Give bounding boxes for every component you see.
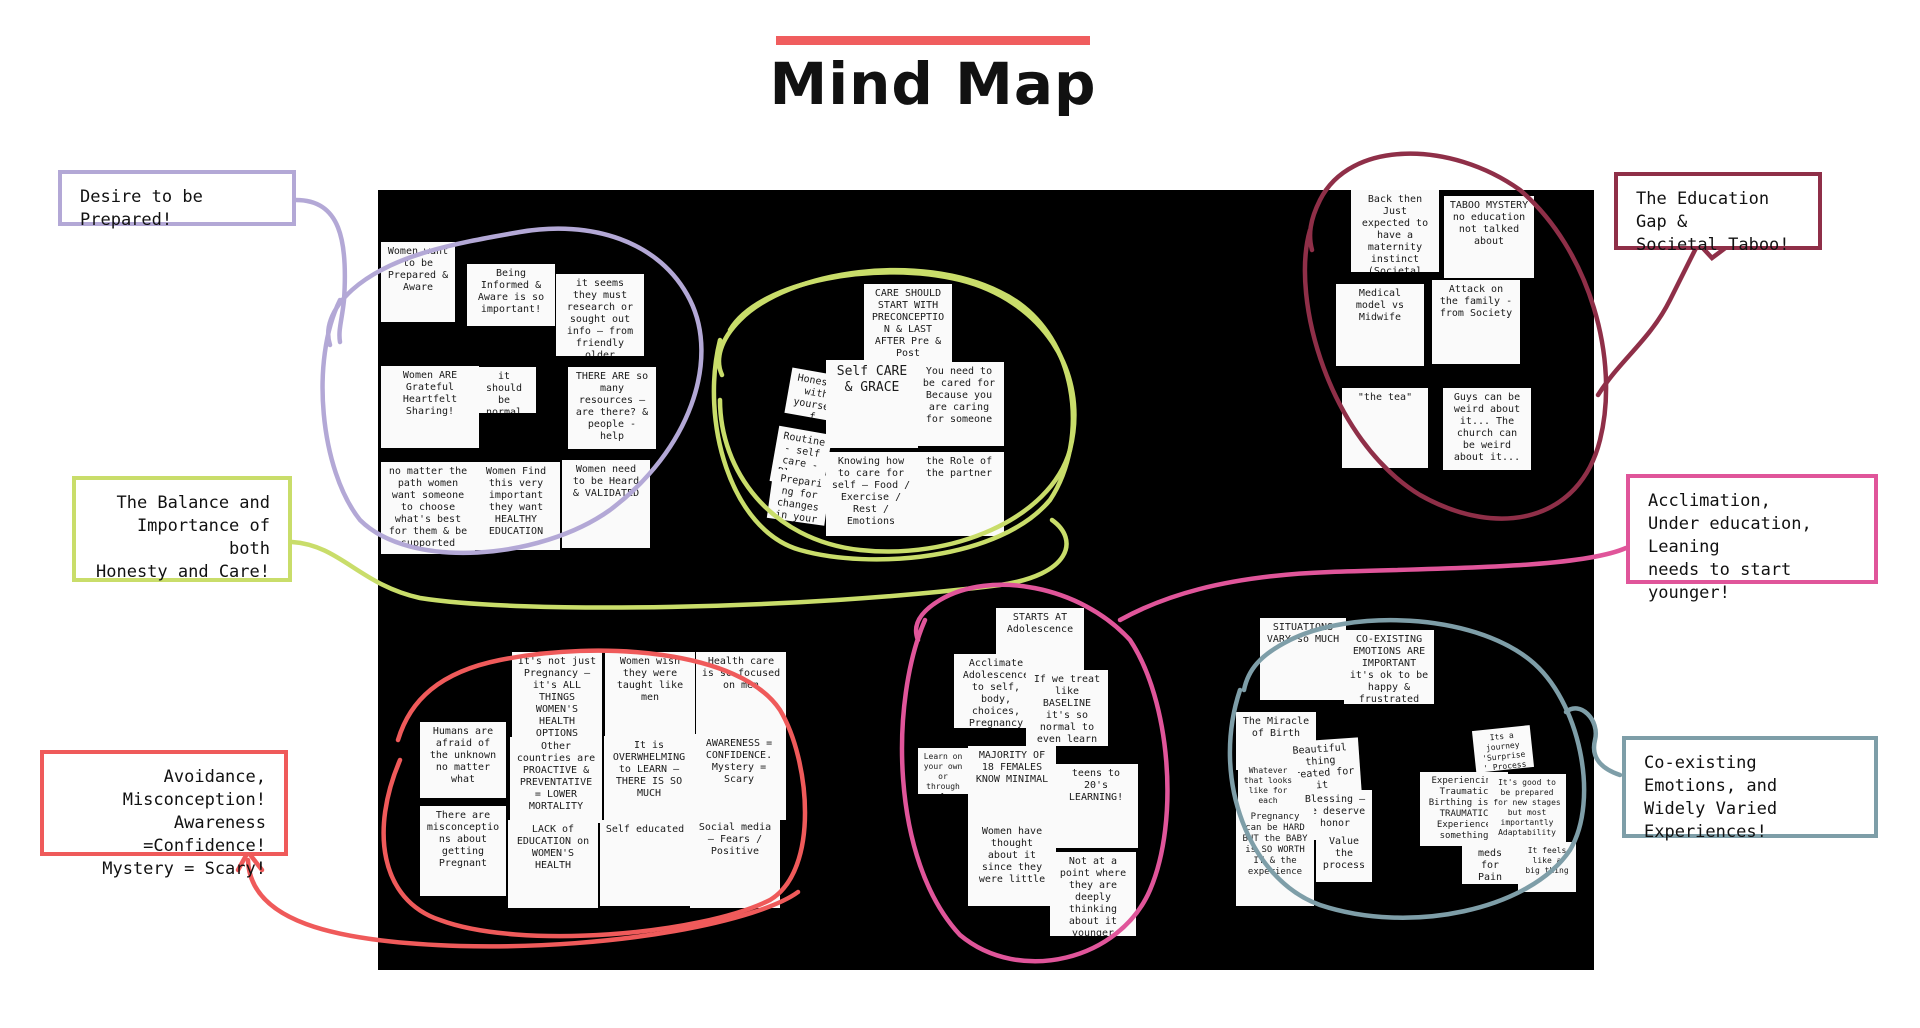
sticky-note: AWARENESS = CONFIDENCE. Mystery = Scary [692, 734, 786, 820]
sticky-note: Being Informed & Aware is so important! [467, 264, 555, 326]
connector-line [1563, 706, 1623, 778]
sticky-note: Value the process [1316, 832, 1372, 882]
sticky-note: Humans are afraid of the unknown no matt… [420, 722, 506, 798]
sticky-note: Women Find this very important they want… [472, 462, 560, 550]
sticky-note: Women need to be Heard & VALIDATED [562, 460, 650, 548]
connector-line [1117, 545, 1629, 623]
sticky-note: TABOO MYSTERY no education not talked ab… [1444, 196, 1534, 278]
label-coexisting-emotions: Co-existing Emotions, and Widely Varied … [1622, 736, 1878, 842]
sticky-note: Whatever that looks like for each person [1238, 762, 1298, 812]
sticky-note: Not at a point where they are deeply thi… [1050, 852, 1136, 936]
cluster-outline [717, 270, 1077, 554]
cluster-outline [1302, 151, 1609, 521]
sticky-note: "the tea" [1342, 388, 1428, 468]
sticky-note: Acclimate Adolescence to self, body, cho… [954, 654, 1038, 728]
sticky-note: Women ARE Grateful Heartfelt Sharing! [381, 366, 479, 448]
sticky-note: the Role of the partner [914, 452, 1004, 536]
sticky-note: Self educated [600, 820, 690, 906]
sticky-note: It is OVERWHELMING to LEARN — THERE IS S… [604, 736, 694, 822]
sticky-note: no matter the path women want someone to… [381, 462, 475, 554]
label-avoidance-misconception: Avoidance, Misconception! Awareness =Con… [40, 750, 288, 879]
sticky-note: meds for Pain [1462, 844, 1518, 884]
label-desire-to-be-prepared: Desire to be Prepared! [58, 170, 296, 230]
sticky-note: CO-EXISTING EMOTIONS ARE IMPORTANT it's … [1344, 630, 1434, 704]
connector-line [293, 197, 348, 345]
sticky-note: Women want to be Prepared & Aware [381, 242, 455, 322]
sticky-note: teens to 20's LEARNING! [1054, 764, 1138, 848]
sticky-note: There are misconceptions about getting P… [420, 806, 506, 896]
sticky-note: Knowing how to care for self — Food / Ex… [826, 452, 916, 536]
label-acclimation: Acclimation, Under education, Leaning ne… [1626, 474, 1878, 603]
sticky-note: Back then Just expected to have a matern… [1351, 190, 1439, 272]
sticky-note: MAJORITY OF 18 FEMALES KNOW MINIMAL [968, 746, 1056, 834]
label-education-gap: The Education Gap & Societal Taboo! [1614, 172, 1822, 255]
sticky-note: It's good to be prepared for new stages … [1488, 774, 1566, 846]
sticky-note: You need to be cared for Because you are… [914, 362, 1004, 446]
connector-line [245, 857, 801, 949]
sticky-note: Attack on the family - from Society [1432, 280, 1520, 364]
title-underline [776, 36, 1090, 45]
page-title: Mind Map [769, 50, 1097, 118]
sticky-note: Guys can be weird about it... The church… [1443, 388, 1531, 470]
sticky-note: Medical model vs Midwife [1336, 284, 1424, 366]
cluster-outline [1227, 617, 1587, 920]
sticky-note: If we treat like BASELINE it's so normal… [1026, 670, 1108, 746]
sticky-note: It feels like a big thing [1518, 842, 1576, 892]
sticky-note: Self CARE & GRACE [826, 360, 918, 448]
sticky-note: it seems they must research or sought ou… [556, 274, 644, 356]
sticky-note: Other countries are PROACTIVE & PREVENTA… [510, 737, 602, 823]
cluster-outline [381, 648, 808, 939]
cluster-outline [899, 582, 1170, 964]
sticky-note: it should be normal [472, 367, 536, 413]
sticky-note: SITUATIONS VARY so MUCH [1260, 618, 1346, 700]
sticky-note: Social media — Fears / Positive [690, 818, 780, 908]
sticky-note: LACK of EDUCATION on WOMEN'S HEALTH [508, 820, 598, 908]
cluster-outline [320, 226, 704, 556]
sticky-note-board: Women want to be Prepared & Aware Being … [378, 190, 1594, 970]
label-balance-honesty-care: The Balance and Importance of both Hones… [72, 476, 292, 582]
sticky-note: Learn on your own or through a class [918, 748, 968, 794]
sticky-note: CARE SHOULD START WITH PRECONCEPTION & L… [864, 284, 952, 366]
sticky-note: THERE ARE so many resources — are there?… [568, 367, 656, 449]
connector-line [289, 517, 1069, 610]
sticky-note: Women wish they were taught like men [605, 652, 695, 740]
sticky-note: Women have thought about it since they w… [968, 822, 1056, 906]
sticky-note: It's not just Pregnancy — it's ALL THING… [512, 652, 602, 744]
